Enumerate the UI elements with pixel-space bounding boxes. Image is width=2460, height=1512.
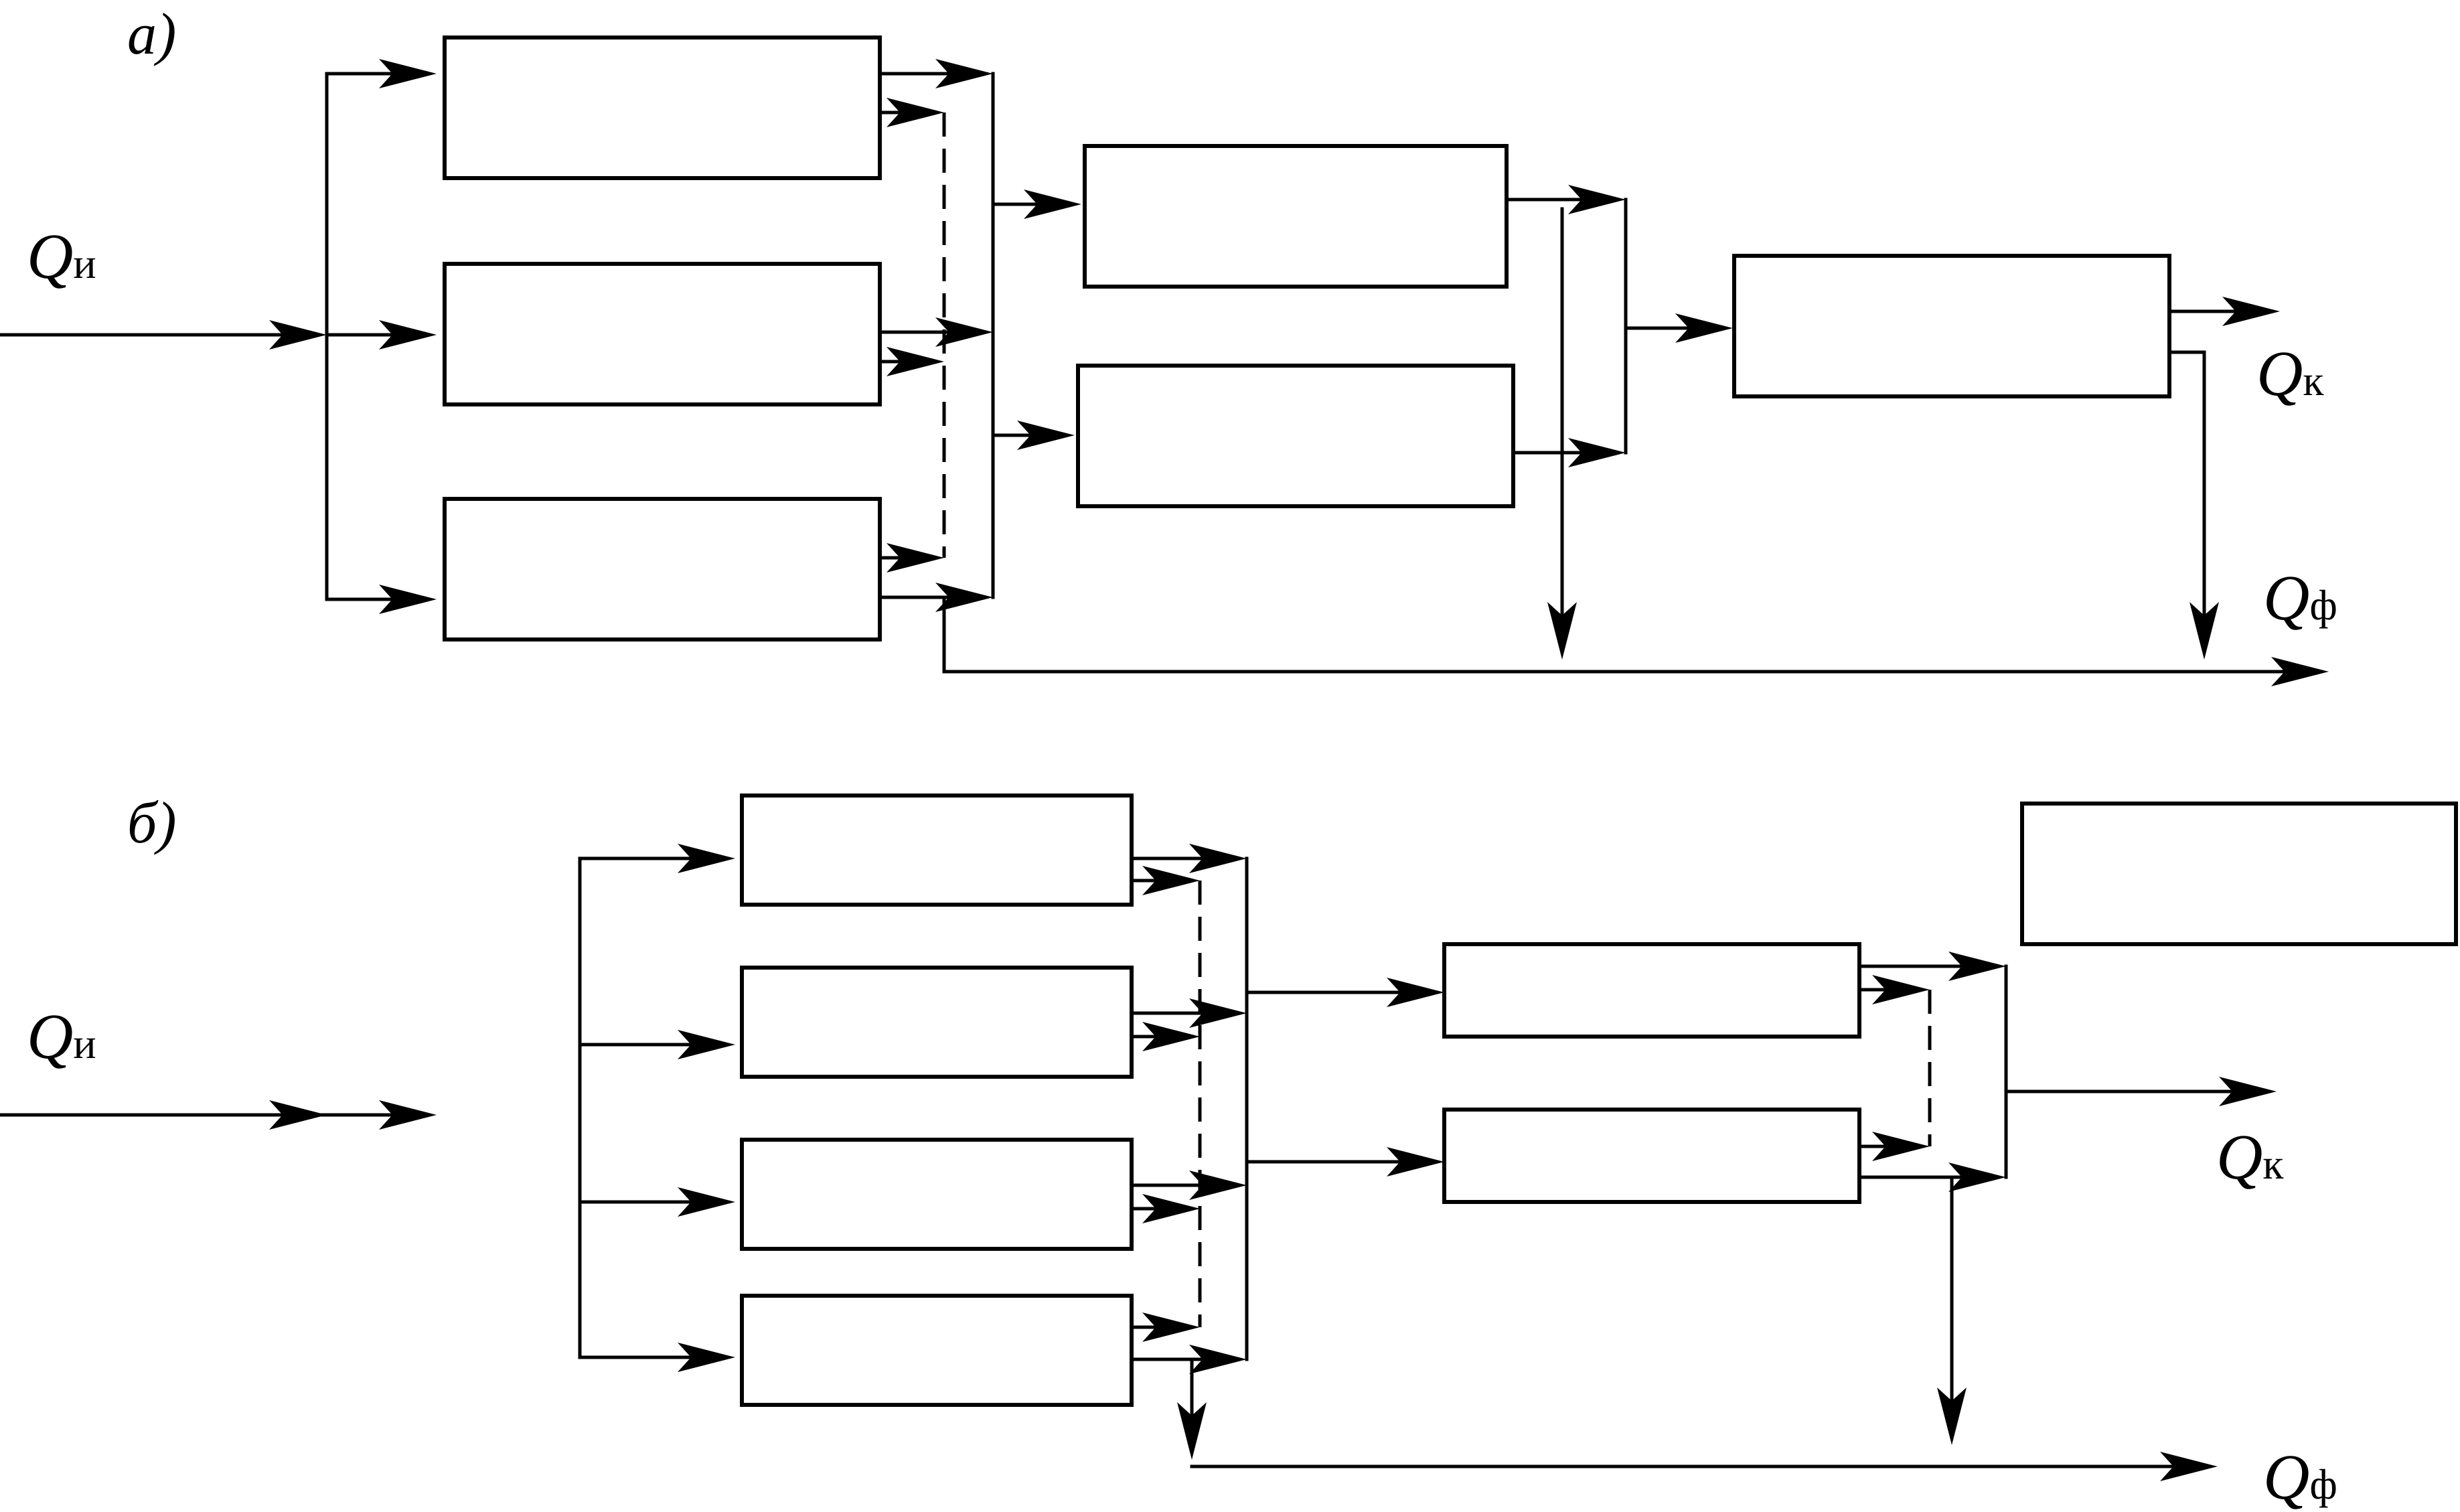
- diagram-a: а) Qи Qк Qф: [0, 2, 2337, 686]
- diagram-a-concentrate-label: Qк: [2256, 337, 2324, 409]
- diagram-b-tailings-label: Qф: [2263, 1441, 2337, 1512]
- diagram-a-stage3-outputs: [2170, 297, 2280, 660]
- diagram-b-stage1-box-2: [740, 966, 1134, 1079]
- diagram-b-stage2-outputs: [1860, 952, 2277, 1445]
- diagram-b-input-label: Qи: [27, 1000, 96, 1072]
- diagram-b-tailings-line: [1177, 1357, 2218, 1481]
- diagram-b-stage1-box-3: [740, 1138, 1134, 1251]
- diagram-b-input-feed: [0, 844, 735, 1372]
- diagram-b-concentrate-label: Qк: [2216, 1121, 2284, 1193]
- diagram-b-label: б): [127, 791, 177, 856]
- diagram-a-tailings-line: [942, 595, 2329, 686]
- diagram-a-tailings-label: Qф: [2263, 562, 2337, 633]
- diagram-b-stage2-box-2: [1442, 1108, 1861, 1204]
- diagram-b-stage1-box-1: [740, 793, 1134, 907]
- diagram-a-stage2-box-2: [1076, 364, 1515, 508]
- diagram-a-stage1-box-2: [443, 262, 882, 406]
- diagram-b-extra-box: [2020, 802, 2458, 946]
- diagram-b-stage1-outputs: [1132, 844, 1444, 1374]
- diagram-b: б) Qи Qк Qф: [0, 791, 2458, 1512]
- diagram-a-stage3-box: [1732, 254, 2171, 398]
- diagram-b-stage1-box-4: [740, 1294, 1134, 1407]
- diagram-a-input-feed: [0, 59, 437, 614]
- diagram-a-input-label: Qи: [27, 220, 96, 292]
- diagram-a-stage2-box-1: [1083, 144, 1509, 289]
- diagram-b-stage2-box-1: [1442, 942, 1861, 1039]
- diagram-a-stage2-outputs: [1507, 185, 1733, 660]
- diagram-a-label: а): [127, 2, 176, 67]
- diagram-a-stage1-outputs: [880, 59, 1081, 612]
- diagram-a-stage1-box-3: [443, 497, 882, 641]
- diagram-a-stage1-box-1: [443, 35, 882, 180]
